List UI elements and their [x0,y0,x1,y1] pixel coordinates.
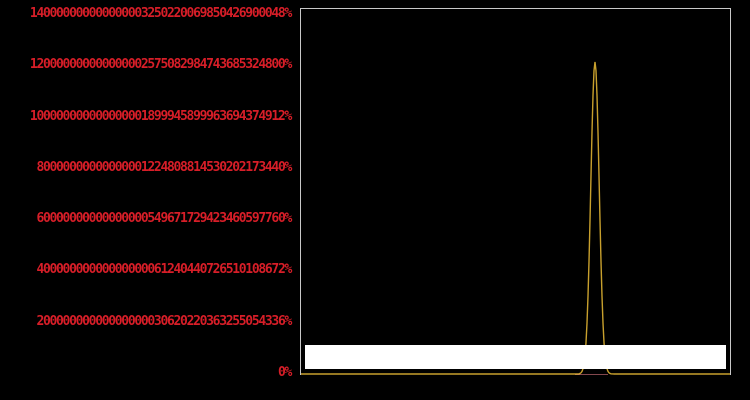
y-tick-label: 80000000000000001224808814530202173440% [36,159,292,175]
y-tick-label: 140000000000000003250220069850426900048% [29,6,292,21]
y-tick-label: 60000000000000000549671729423460597760% [36,211,292,227]
chart-canvas [301,61,730,375]
y-tick-label: 0% [277,365,292,380]
plot-area [300,8,731,375]
series-line-gold [301,61,730,375]
y-tick-label: 40000000000000000061240440726510108672% [36,262,292,278]
legend-box [305,345,726,369]
y-tick-label: 120000000000000002575082984743685324800% [29,57,292,73]
y-tick-label: 20000000000000000030620220363255054336% [36,313,292,329]
y-tick-label: 100000000000000001899945899963694374912% [29,108,292,124]
